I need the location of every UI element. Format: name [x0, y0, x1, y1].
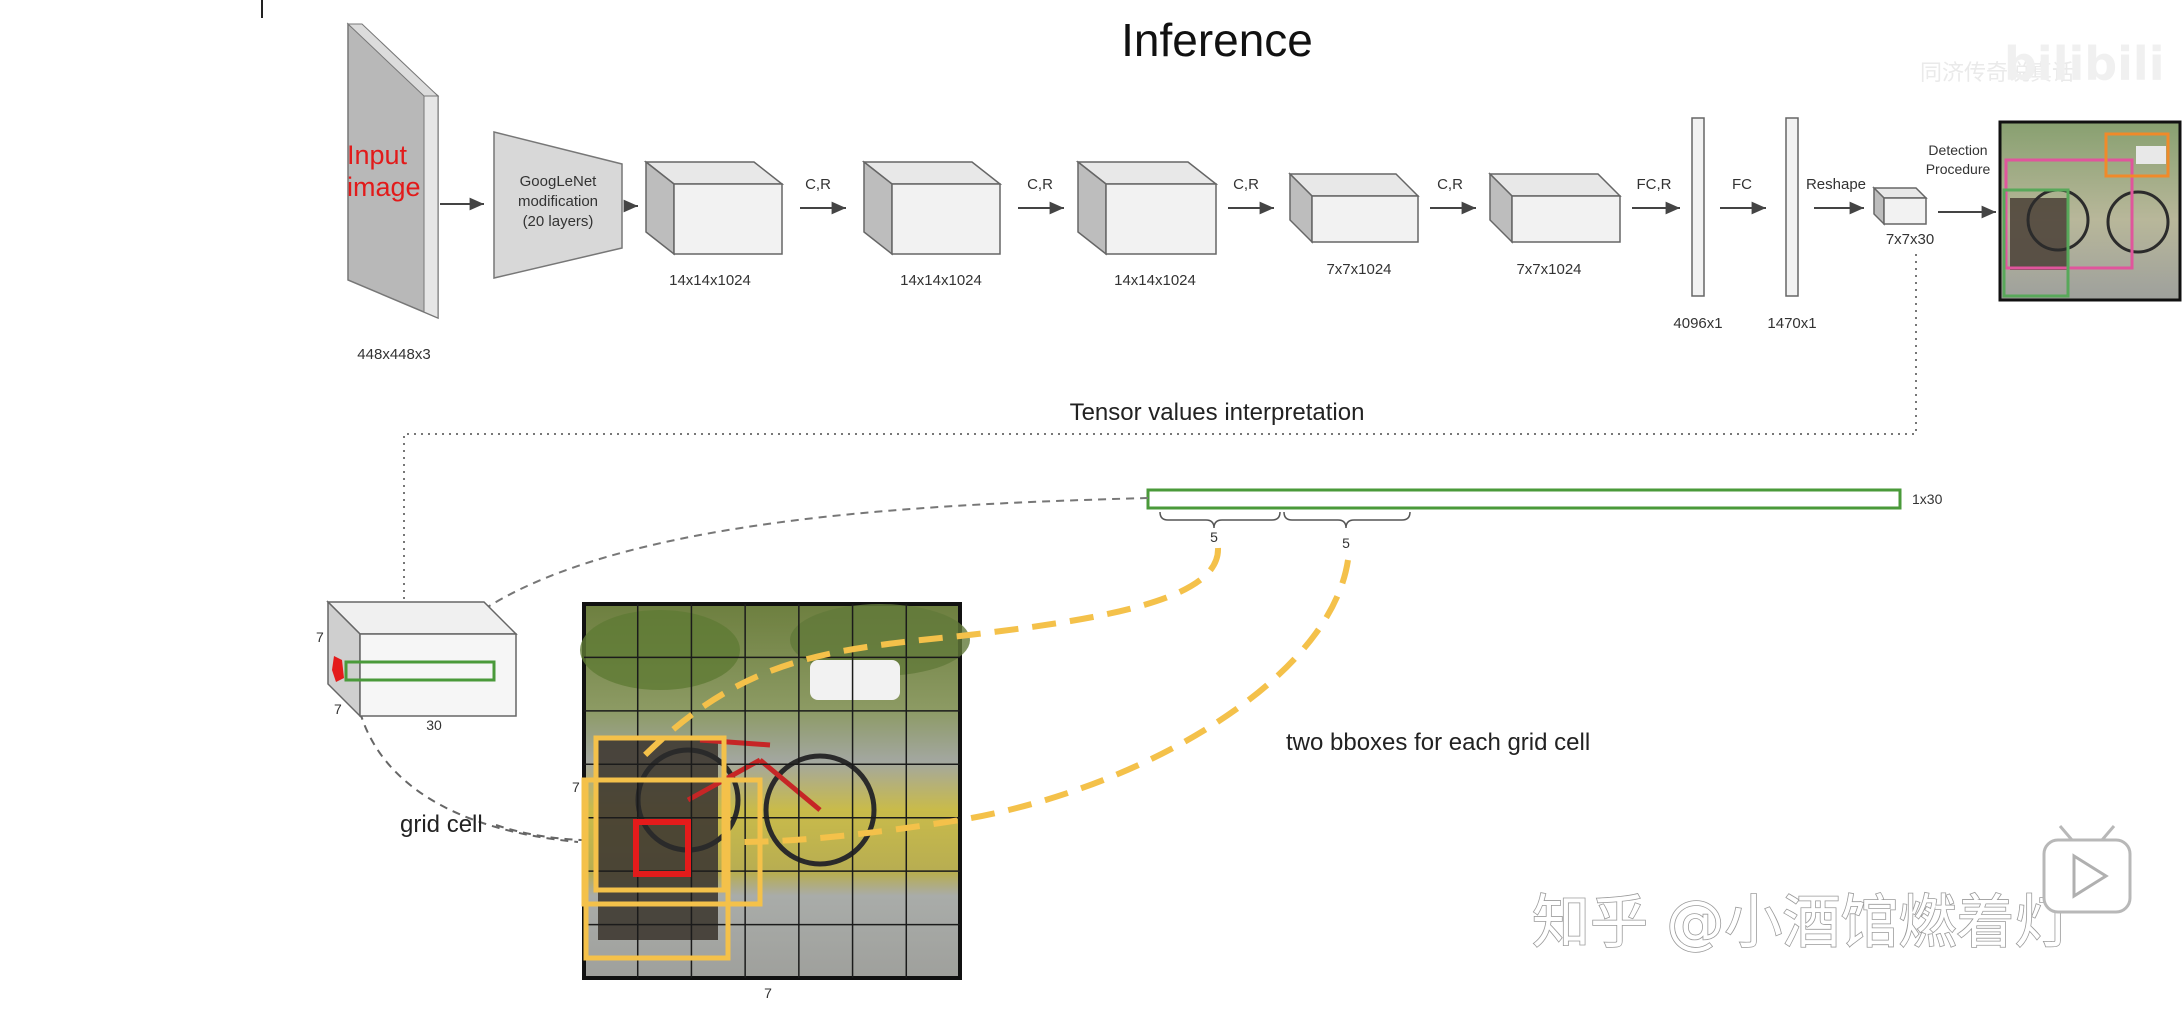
arrow-fcr-label: FC,R [1637, 176, 1672, 193]
fc-layer-1470 [1785, 117, 1799, 297]
dotted-connector [403, 254, 1917, 600]
conv-block-1 [643, 160, 785, 256]
conv-block-2-dim: 14x14x1024 [900, 272, 982, 289]
detection-result-thumbnail [1998, 120, 2182, 302]
conv-block-4-dim: 7x7x1024 [1326, 261, 1391, 278]
play-icon[interactable] [2042, 825, 2132, 914]
conv-block-5-dim: 7x7x1024 [1516, 261, 1581, 278]
grid-bottom-label: 7 [764, 985, 772, 1001]
googlenet-block: GoogLeNet modification (20 layers) [493, 131, 623, 279]
dashed-curve-vector-to-cube [423, 497, 1149, 667]
conv-block-4 [1288, 172, 1420, 244]
googlenet-line3: (20 layers) [523, 213, 594, 230]
input-dim-label: 448x448x3 [357, 346, 430, 363]
brace-second-box [1283, 511, 1411, 529]
googlenet-line2: modification [518, 193, 598, 210]
detection-label-line2: Procedure [1926, 161, 1991, 177]
cube-width-label: 30 [426, 717, 442, 733]
yellow-curve-box1 [637, 547, 1222, 763]
vector-dim-label: 1x30 [1912, 491, 1943, 507]
tensor-vector-1x30 [1146, 488, 1902, 510]
arrow-reshape-label: Reshape [1806, 176, 1866, 193]
fc-layer-4096-dim: 4096x1 [1673, 315, 1722, 332]
output-tensor-cube [1872, 186, 1928, 226]
brace-first-box [1159, 511, 1281, 529]
bbox-caption: two bboxes for each grid cell [1286, 729, 1590, 756]
zhihu-watermark: 知乎 @小酒馆燃着灯 [1532, 888, 2072, 956]
dashed-curve-label-to-cell [495, 824, 631, 842]
conv-block-5 [1488, 172, 1622, 244]
brace-label-1: 5 [1210, 529, 1218, 545]
brace-label-2: 5 [1342, 535, 1350, 551]
arrow-cr-3-label: C,R [1233, 176, 1259, 193]
input-label-line1: Input [347, 140, 408, 170]
output-dim-label: 7x7x30 [1886, 231, 1934, 248]
arrow-cr-2-label: C,R [1027, 176, 1053, 193]
tensor-cube-7x7x30 [326, 600, 518, 718]
tensor-interpretation-title: Tensor values interpretation [1070, 399, 1365, 426]
grid-cell-label: grid cell [400, 811, 483, 838]
fc-layer-1470-dim: 1470x1 [1767, 315, 1816, 332]
dashed-curve-cube-to-cell [359, 711, 579, 843]
conv-block-3-dim: 14x14x1024 [1114, 272, 1196, 289]
input-image-slab: Input image [346, 22, 440, 320]
conv-block-2 [861, 160, 1003, 256]
conv-block-3 [1075, 160, 1219, 256]
grid-side-label: 7 [572, 779, 580, 795]
fc-layer-4096 [1691, 117, 1705, 297]
conv-block-1-dim: 14x14x1024 [669, 272, 751, 289]
input-label-line2: image [347, 172, 421, 202]
faint-watermark-text: 同济传奇说真话 [1920, 61, 2074, 86]
diagram-title: Inference [1121, 14, 1313, 66]
cube-height-label: 7 [316, 629, 324, 645]
arrow-cr-4-label: C,R [1437, 176, 1463, 193]
arrow-cr-1-label: C,R [805, 176, 831, 193]
bilibili-watermark: bilibili [2004, 37, 2164, 91]
grid-lines [584, 604, 960, 978]
cube-depth-label: 7 [334, 701, 342, 717]
googlenet-line1: GoogLeNet [520, 173, 598, 190]
yellow-curve-box2 [735, 559, 1351, 845]
arrow-fc-label: FC [1732, 176, 1752, 193]
detection-label-line1: Detection [1928, 142, 1987, 158]
input-photo-grid [580, 602, 970, 980]
